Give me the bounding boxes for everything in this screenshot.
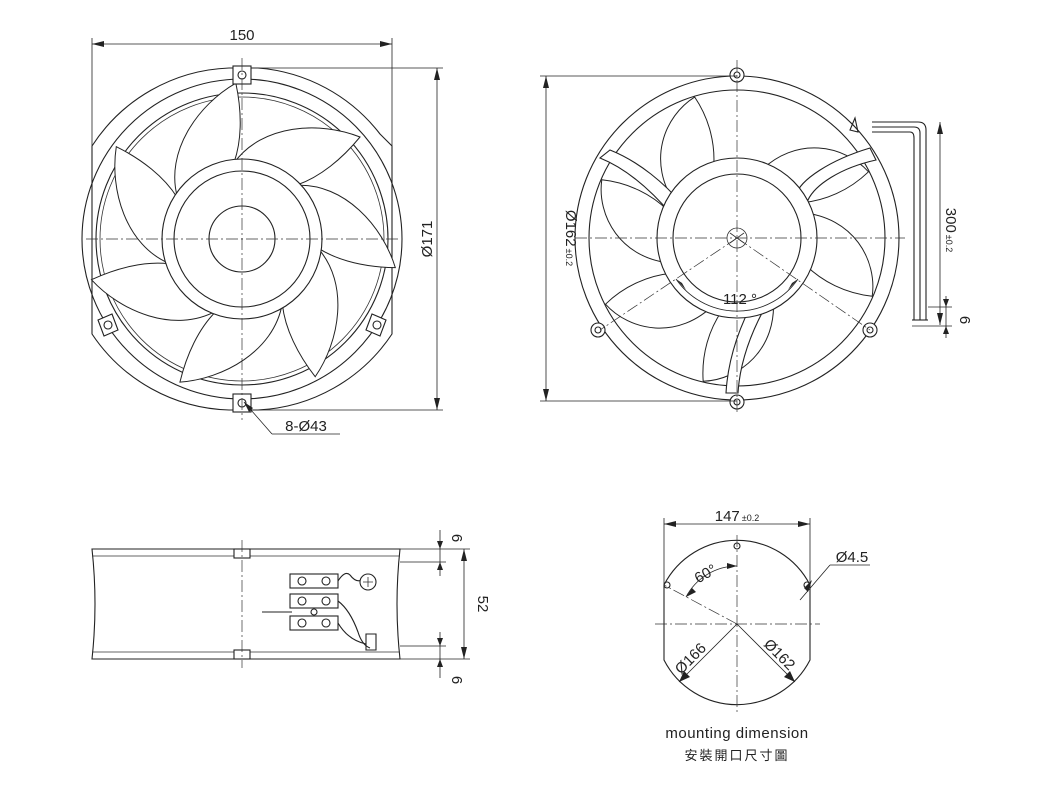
front-holes-label: 8-Ø43 (285, 418, 327, 435)
mounting-width-label: 147±0.2 (715, 508, 759, 525)
rear-mounting-holes (590, 67, 878, 410)
side-height-label: 52 (474, 596, 491, 613)
mounting-caption: mounting dimension (665, 725, 808, 742)
front-diameter-label: Ø171 (419, 221, 436, 258)
rear-angle-label: 112 ° (723, 291, 757, 308)
mount-hole (372, 320, 382, 330)
mounting-diameters: Ø166 Ø162 (672, 623, 798, 683)
dimension-strip-6: 6 (928, 296, 973, 338)
front-view: 150 Ø171 8-Ø43 (81, 27, 443, 435)
rear-lead-wires (849, 116, 928, 327)
mounting-view: 147±0.2 60° Ø4.5 Ø166 Ø162 mounting dime… (655, 508, 870, 764)
mount-hole (733, 542, 741, 550)
dimension-width-147: 147±0.2 (663, 508, 811, 585)
mount-hole (103, 320, 113, 330)
side-view: 6 52 6 (91, 530, 491, 684)
side-housing-outline (91, 548, 401, 660)
dimension-width-150: 150 (91, 27, 393, 146)
mounting-cutout-outline (663, 539, 811, 706)
mount-hole (663, 581, 671, 589)
side-top-label: 6 (448, 534, 465, 542)
rear-strip-label: 6 (956, 316, 973, 324)
mounting-angle-60: 60° (685, 561, 738, 598)
side-dimensions: 6 52 6 (400, 530, 491, 684)
mounting-caption-cn: 安裝開口尺寸圖 (684, 749, 789, 764)
dimension-diameter-162: Ø162±0.2 (540, 75, 737, 402)
mounting-diameter-a-label: Ø166 (672, 640, 710, 678)
side-bottom-label: 6 (448, 676, 465, 684)
dimension-diameter-171: Ø171 (258, 67, 443, 411)
front-width-label: 150 (229, 27, 254, 44)
mounting-hole-label: Ø4.5 (836, 549, 869, 566)
rear-view: 112 ° Ø162±0.2 300±0.2 (540, 60, 973, 415)
holes-leader: 8-Ø43 (243, 401, 340, 435)
terminal-block (262, 572, 377, 651)
rear-lead-length-label: 300±0.2 (942, 208, 959, 252)
rear-diameter-label: Ø162±0.2 (562, 210, 579, 266)
rear-angle-112: 112 ° (599, 237, 871, 331)
mounting-hole-leader: Ø4.5 (799, 549, 870, 601)
dimension-lead-300: 300±0.2 (937, 122, 959, 325)
mounting-diameter-b-label: Ø162 (760, 636, 798, 674)
